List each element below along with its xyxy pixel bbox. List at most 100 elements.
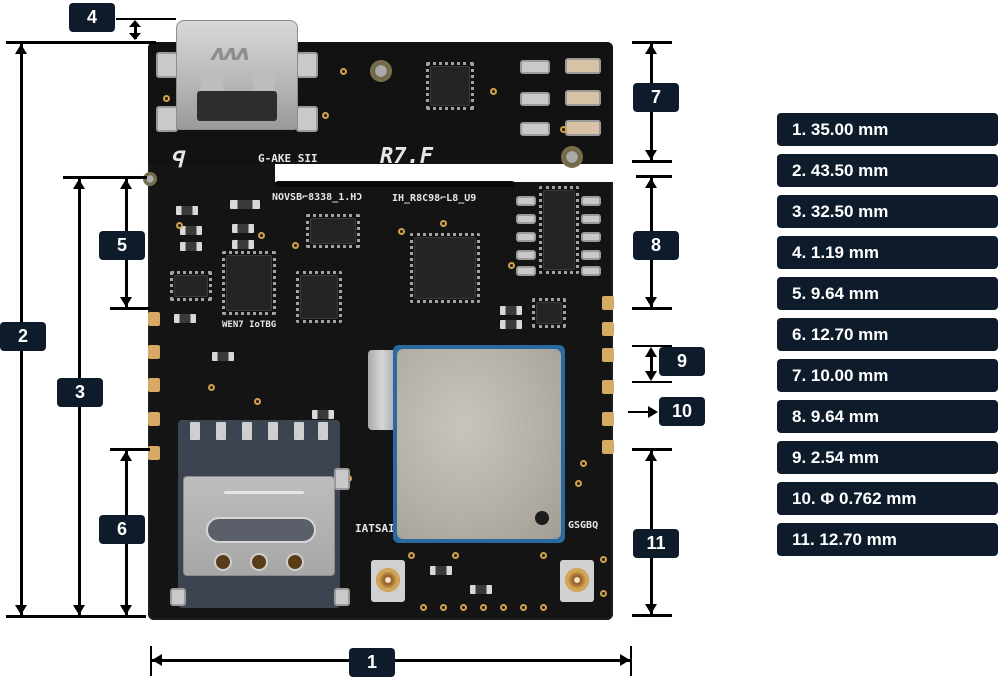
usb-mount-pad bbox=[296, 52, 318, 78]
dim9-extension-bottom bbox=[632, 381, 672, 383]
legend-item-3: 3. 32.50 mm bbox=[777, 195, 998, 228]
inductor bbox=[565, 90, 601, 106]
callout-10: 10 bbox=[659, 397, 705, 426]
via bbox=[560, 126, 567, 133]
via bbox=[340, 68, 347, 75]
capacitor bbox=[520, 122, 550, 136]
header-pad bbox=[516, 214, 536, 224]
legend-item-2: 2. 43.50 mm bbox=[777, 154, 998, 187]
mounting-hole bbox=[143, 172, 157, 186]
sim-mount-pad bbox=[334, 588, 350, 606]
sim-contact bbox=[318, 422, 328, 440]
edge-pad bbox=[602, 348, 614, 362]
dim6-extension-top bbox=[110, 448, 150, 451]
resistor bbox=[500, 306, 522, 315]
silkscreen-text: G-AKE SII bbox=[258, 152, 318, 165]
via bbox=[540, 604, 547, 611]
edge-pad bbox=[602, 296, 614, 310]
via bbox=[322, 112, 329, 119]
via bbox=[600, 590, 607, 597]
via bbox=[480, 604, 487, 611]
resistor bbox=[232, 224, 254, 233]
edge-pad bbox=[148, 446, 160, 460]
dim7-extension-bottom bbox=[632, 160, 672, 163]
resistor bbox=[470, 585, 492, 594]
via bbox=[208, 384, 215, 391]
capacitor bbox=[520, 60, 550, 74]
via bbox=[452, 552, 459, 559]
via bbox=[460, 604, 467, 611]
lte-module-shield-can bbox=[397, 349, 561, 539]
dim11-extension-bottom bbox=[632, 614, 672, 617]
via bbox=[292, 242, 299, 249]
dim3-arrow-down bbox=[73, 605, 85, 615]
via bbox=[440, 604, 447, 611]
inductor bbox=[565, 120, 601, 136]
dim4-arrow-down bbox=[129, 33, 141, 40]
dim8-arrow-down bbox=[645, 297, 657, 307]
edge-pad bbox=[602, 380, 614, 394]
sensor-ic bbox=[306, 214, 360, 248]
header-pad bbox=[581, 266, 601, 276]
dim8-extension-bottom bbox=[632, 307, 672, 310]
ufl-antenna-connector-main bbox=[371, 560, 405, 602]
edge-pad bbox=[602, 440, 614, 454]
via bbox=[440, 220, 447, 227]
via bbox=[163, 95, 170, 102]
dim7-arrow-up bbox=[645, 44, 657, 54]
logo-mark: ꟼ bbox=[170, 148, 184, 173]
sim-contact bbox=[268, 422, 278, 440]
usb-mount-pad bbox=[156, 106, 178, 132]
dim11-arrow-down bbox=[645, 604, 657, 614]
edge-pad bbox=[148, 378, 160, 392]
header-pad bbox=[581, 232, 601, 242]
legend-item-4: 4. 1.19 mm bbox=[777, 236, 998, 269]
dim4-arrow-up bbox=[129, 20, 141, 27]
edge-pad bbox=[602, 412, 614, 426]
via bbox=[600, 556, 607, 563]
sim-contact bbox=[242, 422, 252, 440]
dim10-pointer-line bbox=[628, 411, 650, 413]
dim9-line bbox=[650, 350, 653, 378]
usb-mount-pad bbox=[156, 52, 178, 78]
dim8-arrow-up bbox=[645, 178, 657, 188]
microcontroller-ic bbox=[410, 233, 480, 303]
pin1-marker bbox=[535, 511, 549, 525]
via bbox=[520, 604, 527, 611]
resistor bbox=[312, 410, 334, 419]
shield-clip bbox=[368, 350, 396, 430]
sim-mount-pad bbox=[334, 468, 350, 490]
via bbox=[408, 552, 415, 559]
header-pad bbox=[581, 196, 601, 206]
resistor bbox=[174, 314, 196, 323]
usb-c-connector: ʌʌʌ bbox=[176, 20, 298, 130]
dim1-arrow-left bbox=[152, 654, 162, 666]
callout-11: 11 bbox=[633, 529, 679, 558]
sim-cover-hole bbox=[214, 553, 232, 571]
silkscreen-text: IH_R8C98⌐L8_U9 bbox=[392, 193, 477, 204]
resistor bbox=[232, 240, 254, 249]
dim5-extension-bottom bbox=[110, 307, 150, 310]
resistor bbox=[180, 242, 202, 251]
via bbox=[490, 88, 497, 95]
header-pad bbox=[581, 214, 601, 224]
dim11-arrow-up bbox=[645, 451, 657, 461]
sim-contact bbox=[216, 422, 226, 440]
callout-1: 1 bbox=[349, 648, 395, 677]
edge-pad bbox=[602, 322, 614, 336]
callout-7: 7 bbox=[633, 83, 679, 112]
legend-item-1: 1. 35.00 mm bbox=[777, 113, 998, 146]
legend-item-6: 6. 12.70 mm bbox=[777, 318, 998, 351]
dim11-extension-top bbox=[632, 448, 672, 451]
legend-item-9: 9. 2.54 mm bbox=[777, 441, 998, 474]
board-slot bbox=[275, 181, 515, 187]
callout-8: 8 bbox=[633, 231, 679, 260]
dim4-line bbox=[134, 22, 137, 39]
dim1-extension-right bbox=[630, 646, 632, 676]
via bbox=[500, 604, 507, 611]
callout-2: 2 bbox=[0, 322, 46, 351]
callout-5: 5 bbox=[99, 231, 145, 260]
edge-pad bbox=[148, 412, 160, 426]
sim-contact bbox=[294, 422, 304, 440]
legend-item-10: 10. Φ 0.762 mm bbox=[777, 482, 998, 515]
